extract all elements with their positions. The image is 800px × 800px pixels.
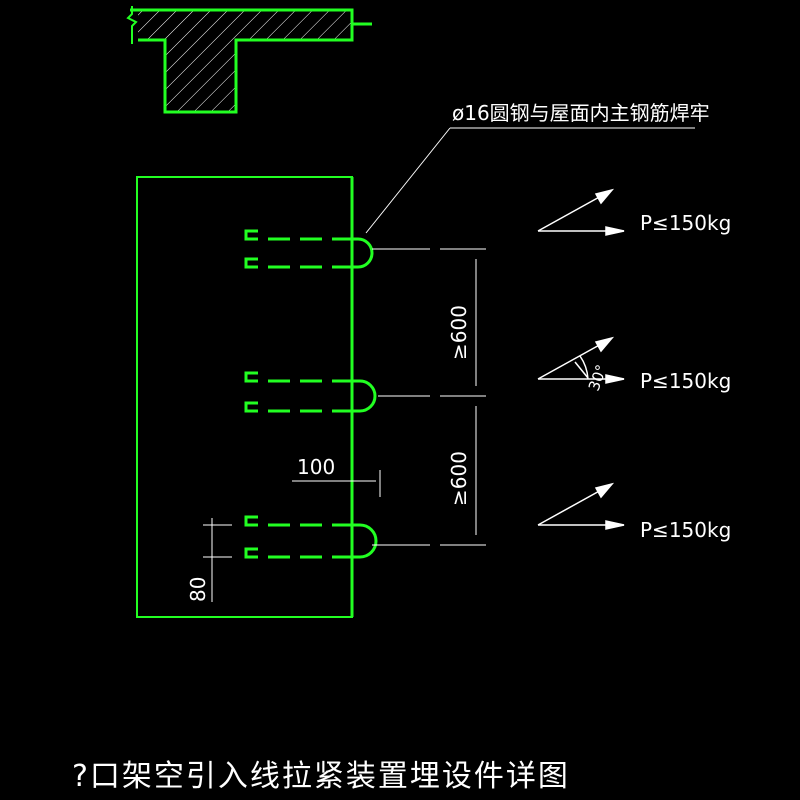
- drawing-title: ?口架空引入线拉紧装置埋设件详图: [72, 759, 570, 794]
- roof-beam-section: [126, 6, 372, 114]
- dimension-spacing-bottom: ≥600: [447, 451, 471, 506]
- dimension-offset: 100: [297, 455, 335, 479]
- u-bolt-3: [244, 515, 378, 559]
- note-label: ø16圆钢与屋面内主钢筋焊牢: [452, 101, 710, 125]
- u-bolt-2: [244, 371, 377, 413]
- force-vector-2: [537, 336, 625, 384]
- load-label-2: P≤150kg: [640, 369, 731, 393]
- load-label-1: P≤150kg: [640, 211, 731, 235]
- u-bolt-1: [244, 229, 374, 269]
- force-vector-3: [537, 482, 625, 530]
- angle-label: 30°: [585, 362, 611, 393]
- dimension-spacing-top: ≥600: [447, 305, 471, 360]
- load-label-3: P≤150kg: [640, 518, 731, 542]
- dimension-gap: 80: [186, 577, 210, 602]
- annotation-lines: [203, 127, 695, 602]
- force-vector-1: [537, 188, 625, 236]
